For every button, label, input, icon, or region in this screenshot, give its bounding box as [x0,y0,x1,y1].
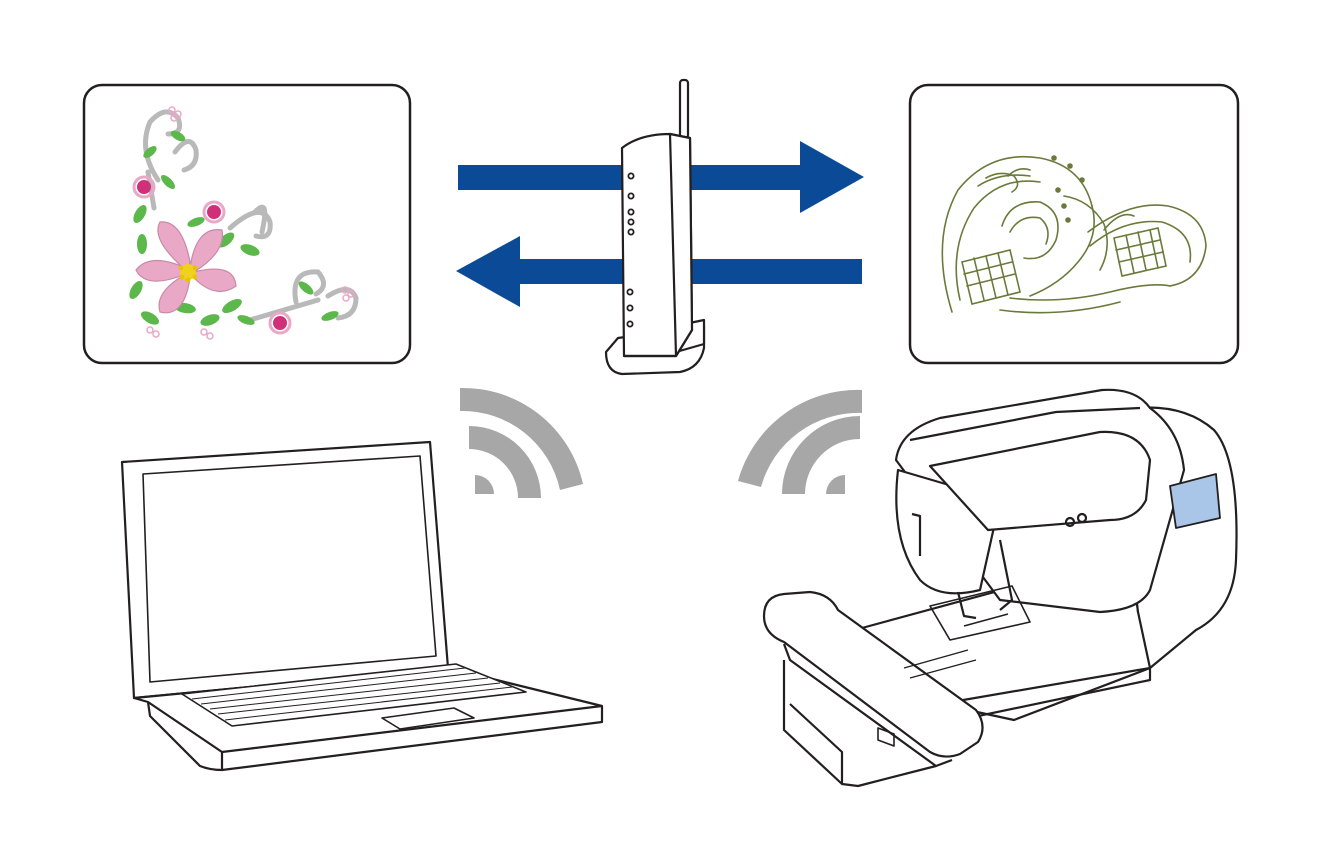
flower-bud [202,200,226,224]
laptop-keyboard [181,663,527,727]
design-card-floral [82,83,412,365]
laptop-icon [120,440,604,772]
star-stitch-row [1051,155,1085,223]
wifi-signal-icon [738,389,862,494]
laptop-screen [142,455,437,683]
embroidery-arm [762,590,984,758]
flower-bud [268,311,292,335]
laptop-touchpad [381,707,475,730]
design-card-lace [908,83,1240,365]
lace-embroidery-design-icon [941,155,1207,314]
wifi-signal-icon [460,387,583,498]
flower-bud [132,175,156,199]
machine-display-screen [1169,473,1221,529]
wireless-router-icon [604,78,706,376]
embroidery-machine-icon [762,388,1238,788]
floral-embroidery-design-icon [129,106,359,340]
